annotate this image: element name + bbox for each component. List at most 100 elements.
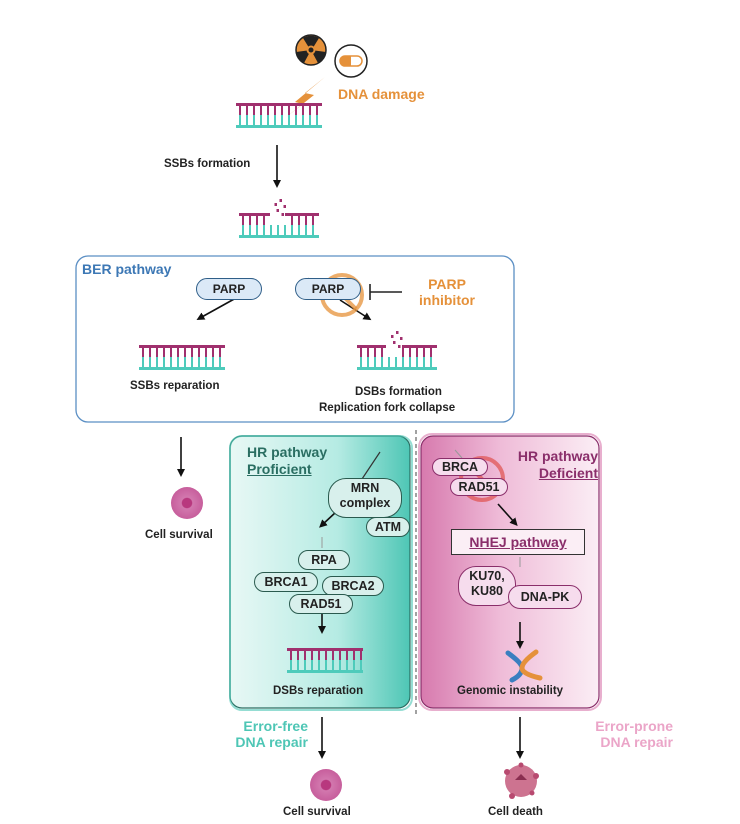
dna-base xyxy=(353,650,355,660)
dna-strand-top xyxy=(236,103,322,106)
parp-inhibitor-label: PARP inhibitor xyxy=(412,276,482,308)
mrn-line2: complex xyxy=(339,496,391,510)
brca2-protein: BRCA2 xyxy=(322,576,384,596)
dna-fragment xyxy=(398,345,401,348)
error-prone-line2: DNA repair xyxy=(600,734,673,750)
dna-base xyxy=(305,225,307,235)
dna-intact-top xyxy=(236,103,322,128)
error-prone-repair-label: Error-prone DNA repair xyxy=(565,718,673,750)
dna-base xyxy=(360,347,362,357)
dna-base xyxy=(402,357,404,367)
dna-base xyxy=(302,115,304,125)
ssbs-reparation-label: SSBs reparation xyxy=(130,380,220,392)
dna-base xyxy=(163,347,165,357)
dna-strand-top xyxy=(239,213,270,216)
radiation-icon xyxy=(295,34,327,66)
dna-base xyxy=(409,347,411,357)
dna-base xyxy=(325,660,327,670)
dna-strand-bottom xyxy=(287,670,363,673)
dna-base xyxy=(281,115,283,125)
chromosome-icon xyxy=(505,649,543,683)
dna-base xyxy=(360,650,362,660)
error-free-line2: DNA repair xyxy=(235,734,308,750)
dna-fragment xyxy=(283,205,286,208)
rad51-protein: RAD51 xyxy=(289,594,353,614)
dna-base xyxy=(142,347,144,357)
dna-strand-top xyxy=(285,213,319,216)
dna-base xyxy=(395,357,397,367)
dna-base xyxy=(346,660,348,670)
dna-base xyxy=(312,215,314,225)
dna-base xyxy=(388,357,390,367)
dna-base xyxy=(304,660,306,670)
dna-base xyxy=(142,357,144,367)
dna-base xyxy=(277,225,279,235)
dna-base xyxy=(288,105,290,115)
dna-fragment xyxy=(400,337,403,340)
dna-base xyxy=(295,115,297,125)
dna-base xyxy=(149,357,151,367)
mrn-complex-protein: MRN complex xyxy=(328,478,402,518)
dna-base xyxy=(297,660,299,670)
dna-base xyxy=(298,225,300,235)
dna-base xyxy=(316,105,318,115)
dna-base xyxy=(416,347,418,357)
dna-strand-bottom xyxy=(357,367,437,370)
error-free-line1: Error-free xyxy=(243,718,308,734)
dna-base xyxy=(430,357,432,367)
dna-pk-protein: DNA-PK xyxy=(508,585,582,609)
cell-death-icon xyxy=(504,762,539,799)
dna-base xyxy=(274,115,276,125)
dna-fragment xyxy=(276,209,279,212)
mrn-line1: MRN xyxy=(350,481,380,495)
replication-fork-collapse-label: Replication fork collapse xyxy=(319,402,456,414)
dna-base xyxy=(304,650,306,660)
dna-base xyxy=(249,225,251,235)
dna-base xyxy=(332,650,334,660)
dna-base xyxy=(367,357,369,367)
dna-base xyxy=(297,650,299,660)
dna-strand-top xyxy=(287,648,363,651)
dna-repaired-hr xyxy=(287,648,363,673)
dna-base xyxy=(339,650,341,660)
ssbs-formation-label: SSBs formation xyxy=(164,158,251,170)
cell-survival-icon xyxy=(310,769,342,801)
dna-ssb-broken xyxy=(239,199,319,238)
dna-fragment xyxy=(279,199,282,202)
dna-base xyxy=(316,115,318,125)
dna-fragment xyxy=(393,341,396,344)
dna-base xyxy=(260,115,262,125)
pill-icon xyxy=(334,44,368,78)
hr-proficient-title: HR pathway xyxy=(247,444,328,460)
genomic-instability-label: Genomic instability xyxy=(457,685,564,697)
hr-deficient-subtitle: Deficient xyxy=(538,465,598,481)
cell-survival-left-label: Cell survival xyxy=(145,529,213,541)
dna-base xyxy=(318,650,320,660)
dna-base xyxy=(309,115,311,125)
dna-base xyxy=(246,115,248,125)
dna-base xyxy=(298,215,300,225)
dna-base xyxy=(239,115,241,125)
dsbs-formation-label: DSBs formation xyxy=(355,386,442,398)
dna-base xyxy=(212,347,214,357)
ber-pathway-title: BER pathway xyxy=(82,261,172,277)
error-prone-line1: Error-prone xyxy=(595,718,673,734)
dna-base xyxy=(219,357,221,367)
dna-base xyxy=(191,347,193,357)
dna-base xyxy=(305,215,307,225)
parp-protein: PARP xyxy=(196,278,262,300)
dna-base xyxy=(291,225,293,235)
arrow-parp-to-ssb-repair xyxy=(196,297,237,320)
brca1-protein: BRCA1 xyxy=(254,572,318,592)
brca-protein: BRCA xyxy=(432,458,488,476)
dna-base xyxy=(367,347,369,357)
dna-base xyxy=(170,357,172,367)
dna-base xyxy=(242,225,244,235)
arrow-mrn-to-rpa xyxy=(319,511,337,528)
dna-base xyxy=(198,347,200,357)
dna-base xyxy=(402,347,404,357)
dna-base xyxy=(270,225,272,235)
dna-base xyxy=(263,225,265,235)
dna-base xyxy=(156,357,158,367)
